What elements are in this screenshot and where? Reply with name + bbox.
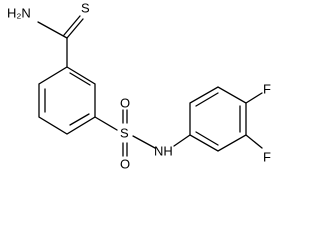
sulfonamide-group <box>94 109 191 157</box>
ring-left-double-1 <box>69 72 91 86</box>
atom-label-nh: NH <box>154 143 173 158</box>
atom-label-f-top: F <box>263 81 271 96</box>
benzene-ring-right <box>189 86 263 152</box>
bond-nh-ring <box>173 134 191 147</box>
benzene-ring-left-outline <box>38 66 96 135</box>
thioamide-group <box>37 15 84 68</box>
bond-ring-s <box>94 116 118 131</box>
atom-label-nh2: H₂N <box>7 5 31 20</box>
ring-right-double-3 <box>195 131 219 146</box>
bond-s-nh <box>132 135 156 149</box>
atom-label-o-top: O <box>120 95 130 110</box>
bond-c-f-bottom <box>245 134 263 149</box>
bond-c-s-b <box>63 15 81 36</box>
benzene-ring-left <box>38 66 96 135</box>
bond-c-s-a <box>66 18 84 39</box>
chemical-structure: H₂N S S O O NH F F <box>7 0 271 171</box>
atom-label-s-thio: S <box>81 0 90 15</box>
atom-label-s-sulfonyl: S <box>120 125 129 140</box>
ring-right-double-1 <box>195 92 219 107</box>
bond-c-nh2 <box>37 21 68 39</box>
atom-label-o-bottom: O <box>120 156 130 171</box>
benzene-ring-right-outline <box>189 86 247 152</box>
ring-left-double-2 <box>69 113 90 126</box>
atom-label-f-bottom: F <box>263 149 271 164</box>
bond-c-f-top <box>245 92 263 104</box>
